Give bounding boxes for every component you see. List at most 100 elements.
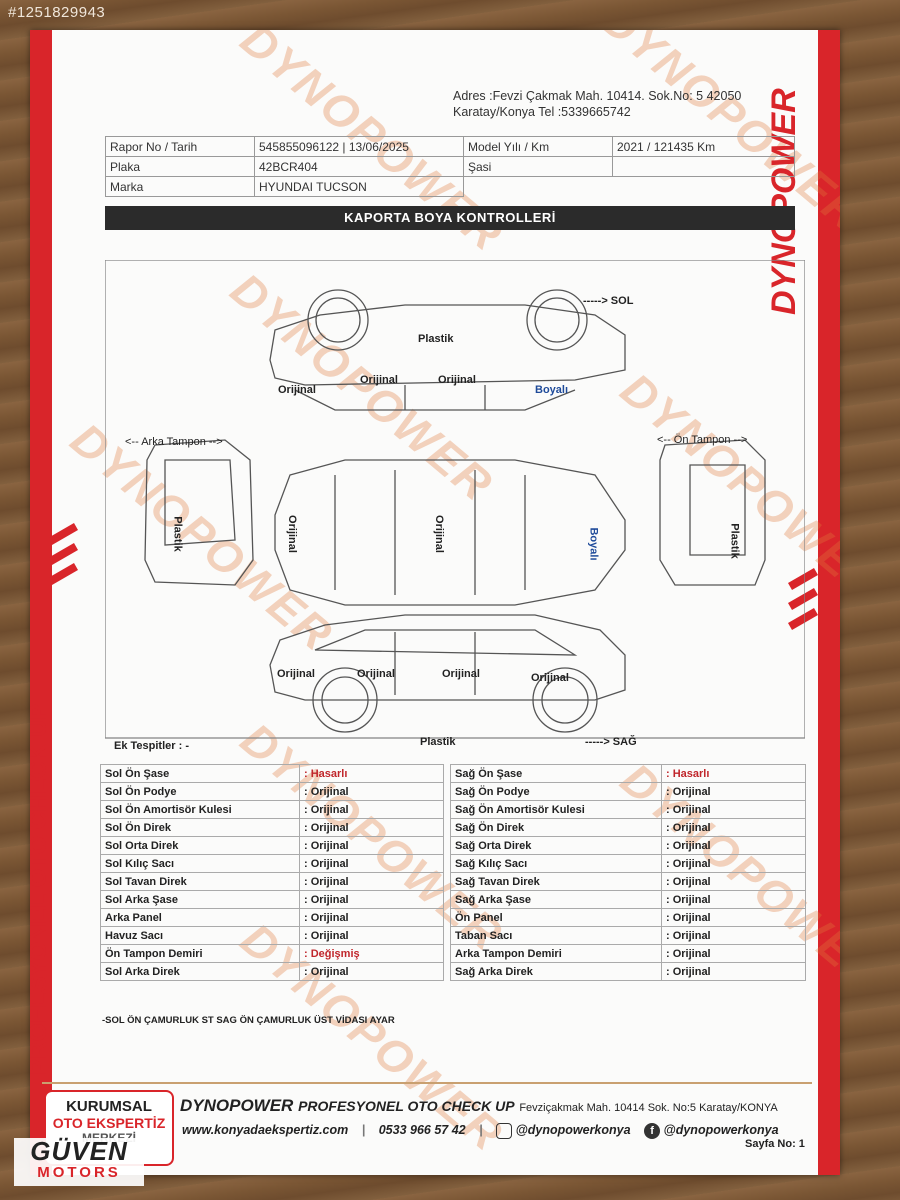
part-status: : Orijinal (661, 962, 806, 981)
part-row: Ön Panel: Orijinal (450, 908, 806, 927)
address-line-2: Karatay/Konya Tel :5339665742 (453, 105, 631, 119)
rear-plastik-label: Plastik (171, 516, 184, 552)
part-status: : Orijinal (661, 908, 806, 927)
bot-orijinal-label: Orijinal (531, 672, 569, 684)
part-row: Taban Sacı: Orijinal (450, 926, 806, 945)
footer-divider (42, 1082, 812, 1084)
part-status: : Orijinal (299, 800, 444, 819)
top-orijinal-label: Orijinal (278, 384, 316, 396)
part-row: Sağ Ön Direk: Orijinal (450, 818, 806, 837)
part-status: : Orijinal (299, 908, 444, 927)
roof-orijinal-label: Orijinal (285, 515, 298, 553)
part-row: Sol Ön Şase: Hasarlı (100, 764, 444, 783)
part-status: : Hasarlı (299, 764, 444, 783)
right-red-band (818, 30, 840, 1175)
part-status: : Orijinal (299, 926, 444, 945)
vehicle-info-table: Rapor No / Tarih 545855096122 | 13/06/20… (105, 136, 795, 197)
part-status: : Orijinal (661, 782, 806, 801)
address: Adres :Fevzi Çakmak Mah. 10414. Sok.No: … (453, 88, 793, 120)
part-name: Sağ Ön Podye (450, 782, 662, 801)
footer-instagram[interactable]: @dynopowerkonya (515, 1123, 631, 1138)
part-name: Sol Ön Podye (100, 782, 300, 801)
part-status: : Orijinal (299, 782, 444, 801)
part-row: Ön Tampon Demiri: Değişmiş (100, 944, 444, 963)
sol-label: -----> SOL (583, 295, 634, 307)
part-name: Sağ Ön Direk (450, 818, 662, 837)
part-name: Sağ Arka Şase (450, 890, 662, 909)
part-name: Sağ Kılıç Sacı (450, 854, 662, 873)
part-row: Sol Ön Amortisör Kulesi: Orijinal (100, 800, 444, 819)
part-name: Sol Orta Direk (100, 836, 300, 855)
footer-facebook[interactable]: @dynopowerkonya (663, 1123, 779, 1138)
footer-brand: DYNOPOWER (180, 1096, 294, 1115)
part-row: Sol Ön Podye: Orijinal (100, 782, 444, 801)
part-row: Sağ Arka Direk: Orijinal (450, 962, 806, 981)
note: -SOL ÖN ÇAMURLUK ST SAG ÖN ÇAMURLUK ÜST … (102, 1015, 395, 1026)
footer-phone[interactable]: 0533 966 57 42 (378, 1123, 466, 1138)
instagram-icon (496, 1123, 513, 1139)
part-row: Sağ Arka Şase: Orijinal (450, 890, 806, 909)
part-row: Sol Tavan Direk: Orijinal (100, 872, 444, 891)
logo-stripe (48, 563, 78, 585)
part-status: : Orijinal (661, 800, 806, 819)
part-status: : Orijinal (661, 890, 806, 909)
bot-orijinal-label: Orijinal (277, 668, 315, 680)
marka-value: HYUNDAI TUCSON (254, 176, 464, 197)
oto-ekspertiz-text: OTO EKSPERTİZ (52, 1115, 166, 1131)
left-red-band (30, 30, 52, 1175)
car-diagram: -----> SOL Plastik Orijinal Orijinal Ori… (105, 260, 805, 748)
footer-website[interactable]: www.konyadaekspertiz.com (182, 1123, 349, 1138)
part-name: Sağ Arka Direk (450, 962, 662, 981)
part-status: : Orijinal (661, 944, 806, 963)
part-status: : Orijinal (661, 818, 806, 837)
part-row: Sol Ön Direk: Orijinal (100, 818, 444, 837)
part-name: Havuz Sacı (100, 926, 300, 945)
vertical-title: PROFESYONEL OTO CHECK UP (30, 703, 52, 1075)
section-title: KAPORTA BOYA KONTROLLERİ (105, 206, 795, 230)
part-name: Taban Sacı (450, 926, 662, 945)
rapor-label: Rapor No / Tarih (105, 136, 255, 157)
facebook-icon: f (644, 1123, 661, 1139)
page-number: Sayfa No: 1 (745, 1138, 805, 1150)
part-name: Sağ Ön Amortisör Kulesi (450, 800, 662, 819)
photo-id: #1251829943 (8, 4, 106, 21)
front-plastik-label: Plastik (728, 523, 741, 559)
part-status: : Orijinal (299, 854, 444, 873)
overlay-line-2: MOTORS (37, 1164, 121, 1181)
roof-orijinal-label: Orijinal (432, 515, 445, 553)
part-name: Sol Arka Direk (100, 962, 300, 981)
top-orijinal-label: Orijinal (438, 374, 476, 386)
bot-orijinal-label: Orijinal (357, 668, 395, 680)
footer-title: DYNOPOWER PROFESYONEL OTO CHECK UP Fevzi… (180, 1096, 778, 1116)
ek-tespitler: Ek Tespitler : - (114, 740, 189, 752)
plaka-label: Plaka (105, 156, 255, 177)
part-status: : Orijinal (661, 854, 806, 873)
part-name: Sol Ön Direk (100, 818, 300, 837)
plaka-value: 42BCR404 (254, 156, 464, 177)
sag-label: -----> SAĞ (585, 736, 637, 748)
hood-boyali-label: Boyalı (587, 527, 600, 561)
arka-tampon-label: <-- Arka Tampon --> (125, 436, 223, 448)
part-name: Sol Tavan Direk (100, 872, 300, 891)
model-label: Model Yılı / Km (463, 136, 613, 157)
kurumsal-text: KURUMSAL (66, 1098, 152, 1115)
car-outline-drawing (105, 260, 805, 739)
part-status: : Orijinal (299, 818, 444, 837)
part-name: Sol Ön Amortisör Kulesi (100, 800, 300, 819)
bot-plastik-label: Plastik (420, 736, 456, 748)
footer-contacts: www.konyadaekspertiz.com | 0533 966 57 4… (182, 1123, 779, 1139)
part-status: : Orijinal (661, 872, 806, 891)
part-status: : Orijinal (299, 890, 444, 909)
part-row: Sol Arka Şase: Orijinal (100, 890, 444, 909)
part-name: Sol Ön Şase (100, 764, 300, 783)
part-name: Sağ Orta Direk (450, 836, 662, 855)
part-row: Arka Tampon Demiri: Orijinal (450, 944, 806, 963)
top-orijinal-label: Orijinal (360, 374, 398, 386)
part-name: Ön Panel (450, 908, 662, 927)
footer-address: Fevziçakmak Mah. 10414 Sok. No:5 Karatay… (519, 1102, 778, 1114)
part-row: Sağ Ön Amortisör Kulesi: Orijinal (450, 800, 806, 819)
part-row: Sağ Orta Direk: Orijinal (450, 836, 806, 855)
top-boyali-label: Boyalı (535, 384, 569, 396)
part-name: Sol Arka Şase (100, 890, 300, 909)
